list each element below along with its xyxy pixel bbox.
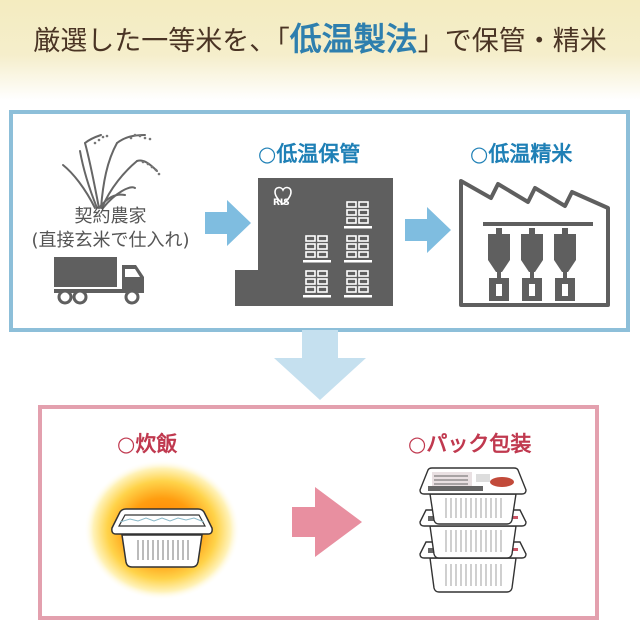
headline-highlight: 低温製法 [289,20,418,58]
farm-label-line2: (直接玄米で仕入れ) [31,230,190,251]
truck-icon [54,257,144,305]
warehouse-icon: RIS [235,178,393,306]
milling-machine-icon [488,228,510,301]
heated-rice-pack-icon [84,460,240,600]
header-banner: 厳選した一等米を、「低温製法」で保管・精米 [0,0,640,100]
bracket-open: 「 [276,26,290,57]
headline-post: で保管・精米 [444,26,607,57]
headline-pre: 厳選した一等米を、 [33,26,277,57]
storage-title: ○低温保管 [258,142,361,166]
stacked-rice-packs-icon [419,467,527,593]
factory-icon [459,179,610,307]
farm-label: 契約農家 (直接玄米で仕入れ) [18,205,203,253]
bracket-close: 」 [417,26,445,57]
cooking-title: ○炊飯 [117,432,178,456]
rice-plant-icon [62,133,161,209]
arrow-down-icon [274,330,366,400]
svg-text:RIS: RIS [273,198,290,208]
iris-logo-icon: RIS [273,186,292,208]
packaging-title: ○パック包装 [408,432,532,456]
headline: 厳選した一等米を、「低温製法」で保管・精米 [0,14,640,60]
arrow-right-icon [405,207,451,253]
milling-title: ○低温精米 [470,142,573,166]
arrow-right-icon [205,200,251,246]
rice-pack-top [419,467,527,525]
farm-label-line1: 契約農家 [74,206,147,227]
arrow-right-icon [292,487,362,557]
